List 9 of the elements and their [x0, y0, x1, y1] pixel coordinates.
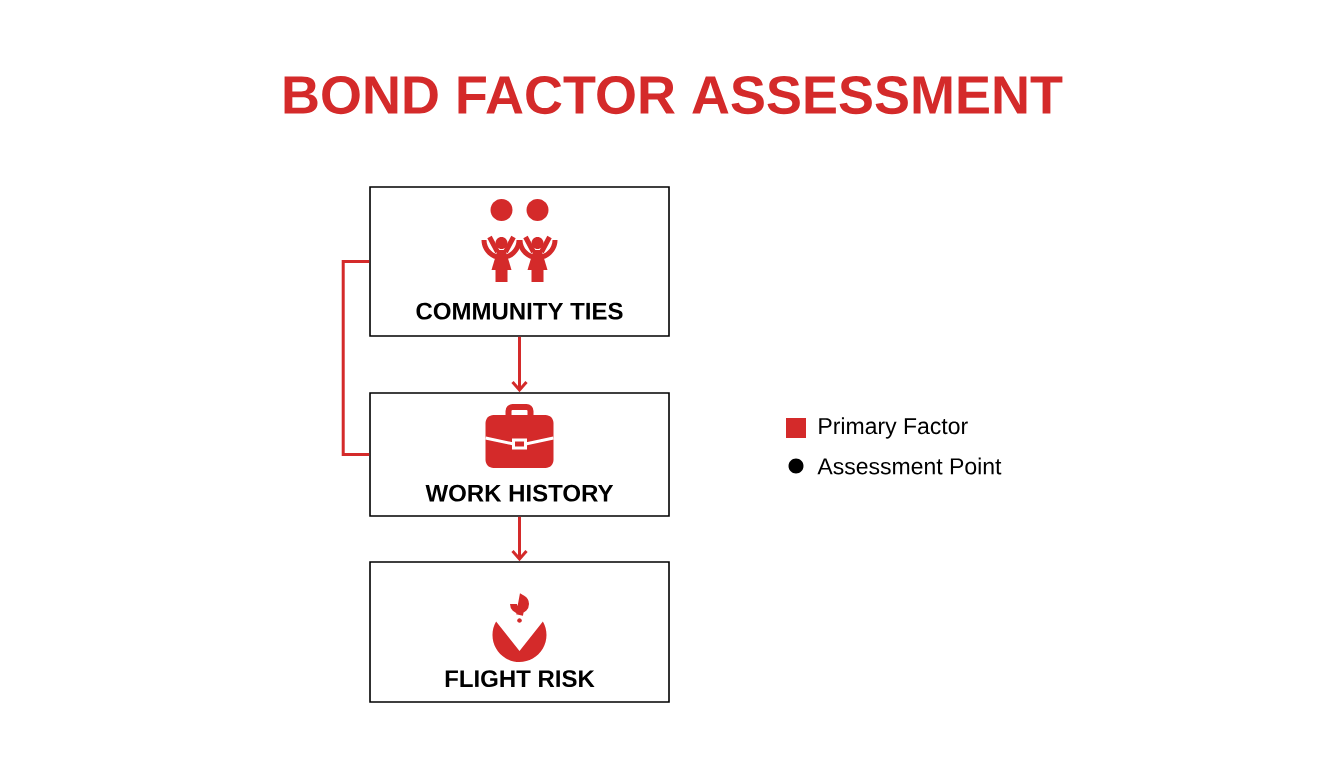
arrow	[511, 336, 528, 393]
arrow	[511, 516, 528, 562]
legend-label: Assessment Point	[817, 457, 1002, 475]
factor-box: FLIGHT RISK	[369, 561, 670, 703]
factor-box: WORK HISTORY	[369, 392, 670, 517]
bracket-connector	[341, 260, 370, 456]
legend-label: Primary Factor	[819, 417, 968, 439]
factor-box: COMMUNITY TIES	[369, 186, 670, 337]
title: BOND FACTOR ASSESSMENT	[284, 75, 1063, 115]
